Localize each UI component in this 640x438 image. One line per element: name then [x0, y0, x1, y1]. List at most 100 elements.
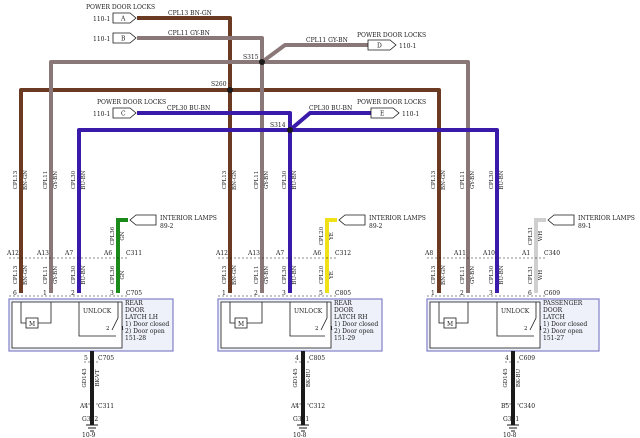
- vlabel-lamp-upper-color-pass: WH: [538, 231, 544, 242]
- vlabel-lower-color-lh-1: GY-BN: [53, 266, 59, 284]
- module-ref-rh: 151-29: [334, 335, 355, 342]
- wire-cpl30-to-e[interactable]: [288, 111, 371, 132]
- vlabel-lower-rh-1: CPL11: [254, 266, 260, 285]
- vlabel-lower-rh-2: CPL30: [282, 265, 288, 284]
- lamp-title-lh: INTERIOR LAMPS: [160, 215, 217, 222]
- unlock-label-pass: UNLOCK: [501, 308, 530, 315]
- vlabel-lamp-upper-color-rh: YE: [329, 232, 335, 241]
- pin-top-rh-0: A12: [215, 250, 228, 257]
- vlabel-lower-color-pass-0: BN-GN: [441, 265, 447, 285]
- vlabel-lamp-lower-lh: CPL36: [110, 265, 116, 284]
- pdl-title-right1: POWER DOOR LOCKS: [357, 32, 426, 39]
- vlabel-ground-color-lh: BK-VT: [95, 369, 101, 386]
- vlabel-upper-color-rh-0: BN-GN: [232, 170, 238, 190]
- module-name1-pass: PASSENGER: [543, 300, 583, 307]
- vlabel-ground-color-rh: BK-BU: [306, 368, 312, 387]
- unlock-label-rh: UNLOCK: [294, 308, 323, 315]
- pin-mod-rh-2: 3: [282, 290, 286, 297]
- pin-mod-lh-2: 2: [71, 290, 75, 297]
- vlabel-lower-color-rh-1: GY-BN: [264, 266, 270, 284]
- tag-b[interactable]: [112, 32, 137, 44]
- ground-conn-lh: C311: [98, 403, 114, 410]
- pin-top-rh-3: A6: [312, 250, 321, 257]
- vlabel-lower-color-lh-2: BU-BN: [81, 265, 87, 284]
- vlabel-lamp-upper-color-lh: GN: [120, 231, 126, 240]
- vlabel-upper-rh-1: CPL11: [254, 171, 260, 190]
- pdl-ref-b: 110-1: [93, 36, 110, 43]
- vlabel-lower-color-lh-0: BN-GN: [23, 265, 29, 285]
- pin-top-pass-3: A1: [521, 250, 530, 257]
- module-name2-pass: DOOR: [543, 307, 563, 314]
- unlock-label-lh: UNLOCK: [83, 308, 112, 315]
- pin-top-lh-1: A13: [36, 250, 49, 257]
- vlabel-lower-pass-0: CPL13: [431, 265, 437, 284]
- tag-e[interactable]: [370, 107, 400, 119]
- latch-group-rh: [217, 214, 383, 432]
- wire-cpl11-to-d[interactable]: [260, 43, 368, 64]
- label-cpl30-top: CPL30 BU-BN: [167, 105, 210, 112]
- wire-cpl11-feed[interactable]: [137, 36, 264, 62]
- vlabel-upper-rh-0: CPL13: [222, 170, 228, 189]
- splice-label-s314: S314: [270, 122, 286, 129]
- vlabel-lamp-lower-color-rh: YE: [329, 271, 335, 280]
- vlabel-ground-rh: GD145: [293, 368, 299, 388]
- connector-top-rh: C312: [335, 250, 351, 257]
- lamp-tag-lh[interactable]: [129, 214, 157, 226]
- lamp-tag-pass[interactable]: [547, 214, 575, 226]
- ground-name-rh: G301: [293, 416, 309, 423]
- connector-top-pass: C340: [544, 250, 560, 257]
- vlabel-lamp-lower-rh: CPL20: [319, 265, 325, 284]
- switch-pos1-rh: 1: [330, 326, 334, 332]
- wire-lamp-rh[interactable]: [325, 218, 337, 293]
- lamp-ref-rh: 89-2: [369, 223, 383, 230]
- module-name1-rh: REAR: [334, 300, 352, 307]
- label-cpl30-e: CPL30 BU-BN: [309, 105, 352, 112]
- tag-d[interactable]: [367, 39, 397, 51]
- ground-pin-pass: B5: [501, 403, 509, 410]
- ground-name-pass: G301: [503, 416, 519, 423]
- vlabel-lower-color-pass-2: BU-BN: [499, 265, 505, 284]
- vlabel-upper-pass-1: CPL11: [460, 171, 466, 190]
- module-name2-lh: DOOR: [125, 307, 145, 314]
- label-cpl11-d: CPL11 GY-BN: [306, 37, 348, 44]
- pin-top-lh-3: A6: [103, 250, 112, 257]
- vlabel-lower-lh-1: CPL11: [43, 266, 49, 285]
- splice-label-s260: S260: [211, 81, 227, 88]
- module-note1-rh: 1) Door closed: [334, 321, 378, 328]
- lamp-tag-rh[interactable]: [338, 214, 366, 226]
- ground-conn-pass: C340: [519, 403, 535, 410]
- module-note2-lh: 2) Door open: [125, 328, 165, 335]
- module-name3-lh: LATCH LH: [125, 314, 158, 321]
- tag-c[interactable]: [112, 107, 137, 119]
- switch-pos2-lh: 2: [106, 326, 110, 332]
- wire-cpl13-feed[interactable]: [137, 16, 232, 90]
- module-note2-rh: 2) Door open: [334, 328, 374, 335]
- wire-lamp-pass[interactable]: [534, 218, 546, 293]
- vlabel-upper-color-rh-2: BU-BN: [292, 170, 298, 189]
- splice-s315: [259, 59, 265, 65]
- motor-wiring-lh: [20, 302, 52, 324]
- tag-a[interactable]: [112, 12, 137, 24]
- module-name3-rh: LATCH RH: [334, 314, 367, 321]
- vlabel-lower-lh-2: CPL30: [71, 265, 77, 284]
- latch-group-pass: [426, 214, 600, 432]
- ground-symbol-icon: [507, 424, 519, 432]
- vlabel-lower-color-rh-2: BU-BN: [292, 265, 298, 284]
- pdl-title-mid: POWER DOOR LOCKS: [97, 99, 166, 106]
- ground-conn-top-rh: C805: [309, 355, 325, 362]
- module-name2-rh: DOOR: [334, 307, 354, 314]
- vlabel-upper-color-pass-1: GY-BN: [470, 171, 476, 189]
- ground-symbol-icon: [297, 424, 309, 432]
- pdl-title-right2: POWER DOOR LOCKS: [357, 99, 426, 106]
- pdl-ref-d: 110-1: [399, 43, 416, 50]
- ground-ref-rh: 10-8: [293, 432, 307, 438]
- vlabel-upper-color-lh-1: GY-BN: [53, 171, 59, 189]
- label-cpl11-top: CPL11 GY-BN: [168, 30, 210, 37]
- vlabel-ground-pass: GD145: [503, 368, 509, 388]
- tag-b-letter: B: [121, 36, 126, 43]
- pin-mod-rh-0: 1: [222, 290, 226, 297]
- wire-cpl30-feed[interactable]: [137, 111, 292, 130]
- wire-lamp-lh[interactable]: [116, 218, 128, 293]
- splices: [227, 59, 293, 133]
- pdl-title-top: POWER DOOR LOCKS: [86, 4, 155, 11]
